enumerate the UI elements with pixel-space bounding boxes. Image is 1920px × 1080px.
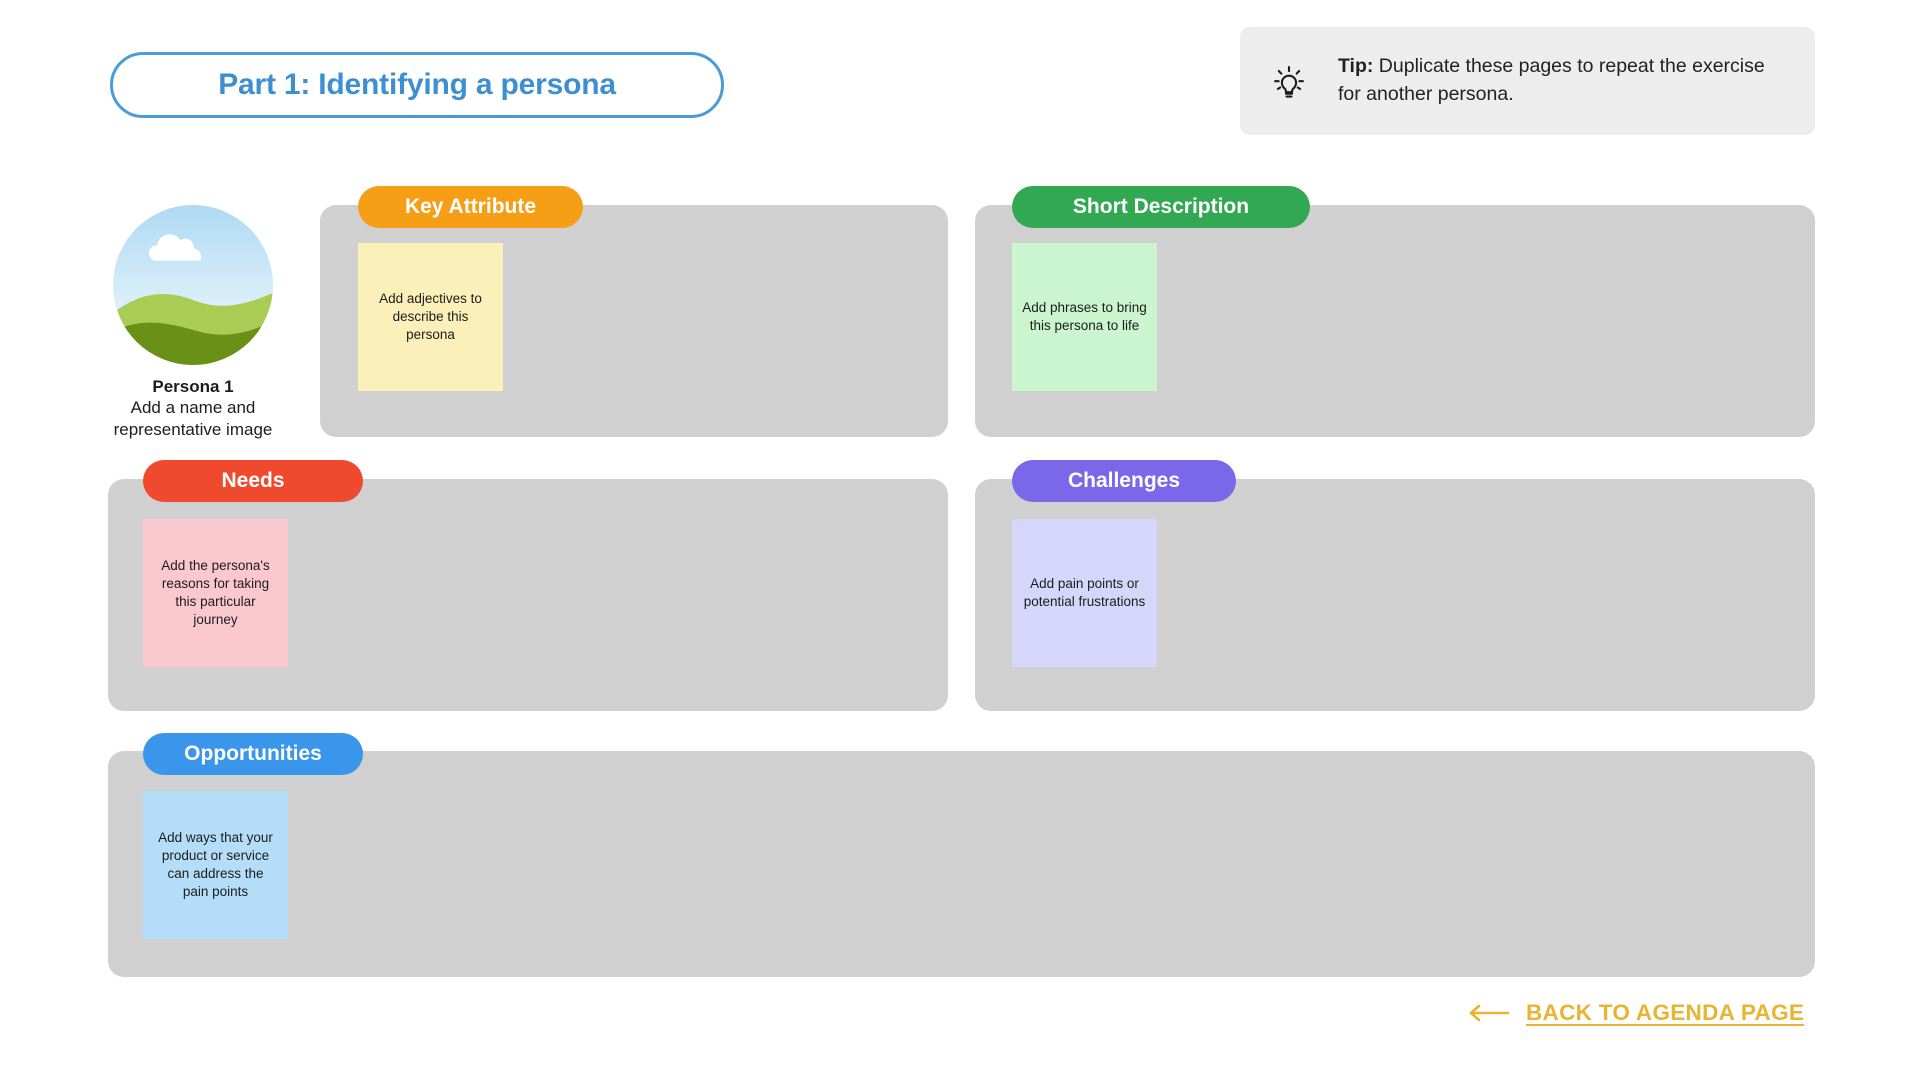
sticky-note-short-description[interactable]: Add phrases to bring this persona to lif… (1012, 243, 1157, 391)
sticky-note-key-attribute[interactable]: Add adjectives to describe this persona (358, 243, 503, 391)
persona-instruction: Add a name and representative image (113, 398, 273, 439)
page-title-pill: Part 1: Identifying a persona (110, 52, 724, 118)
persona-name: Persona 1 (152, 377, 234, 396)
panel-opportunities[interactable] (108, 751, 1815, 977)
back-to-agenda-link[interactable]: BACK TO AGENDA PAGE (1468, 1000, 1804, 1026)
lightbulb-icon (1266, 58, 1312, 104)
arrow-left-icon (1468, 1003, 1510, 1023)
section-label-needs: Needs (143, 460, 363, 502)
tip-text: Tip: Duplicate these pages to repeat the… (1338, 53, 1789, 108)
page-title: Part 1: Identifying a persona (218, 68, 616, 101)
section-label-short-description: Short Description (1012, 186, 1310, 228)
persona-block: Persona 1 Add a name and representative … (103, 205, 283, 441)
section-label-challenges: Challenges (1012, 460, 1236, 502)
sticky-note-needs[interactable]: Add the persona's reasons for taking thi… (143, 519, 288, 667)
section-label-key-attribute: Key Attribute (358, 186, 583, 228)
sticky-note-challenges[interactable]: Add pain points or potential frustration… (1012, 519, 1157, 667)
back-to-agenda-label: BACK TO AGENDA PAGE (1526, 1000, 1805, 1025)
landscape-placeholder-image[interactable] (113, 205, 273, 365)
section-label-opportunities: Opportunities (143, 733, 363, 775)
tip-body: Duplicate these pages to repeat the exer… (1338, 55, 1765, 105)
sticky-note-opportunities[interactable]: Add ways that your product or service ca… (143, 791, 288, 939)
tip-label: Tip: (1338, 55, 1374, 78)
tip-callout: Tip: Duplicate these pages to repeat the… (1240, 27, 1815, 135)
